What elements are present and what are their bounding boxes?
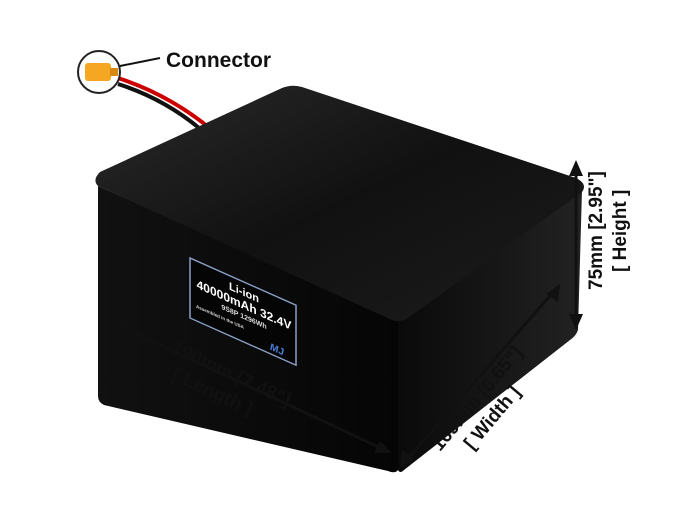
- xt-connector-icon: [85, 63, 111, 81]
- cable: [117, 76, 214, 136]
- battery-box: [95, 85, 584, 473]
- connector-callout: Connector: [77, 49, 271, 94]
- height-label: [ Height ]: [610, 190, 631, 272]
- battery-label: Li-ion 40000mAh 32.4V 9S8P 1296Wh Assemb…: [189, 256, 297, 367]
- height-value: 75mm [2.95"]: [586, 171, 607, 290]
- height-dimension: 75mm [2.95"] [ Height ]: [569, 160, 631, 330]
- connector-label: Connector: [166, 49, 271, 72]
